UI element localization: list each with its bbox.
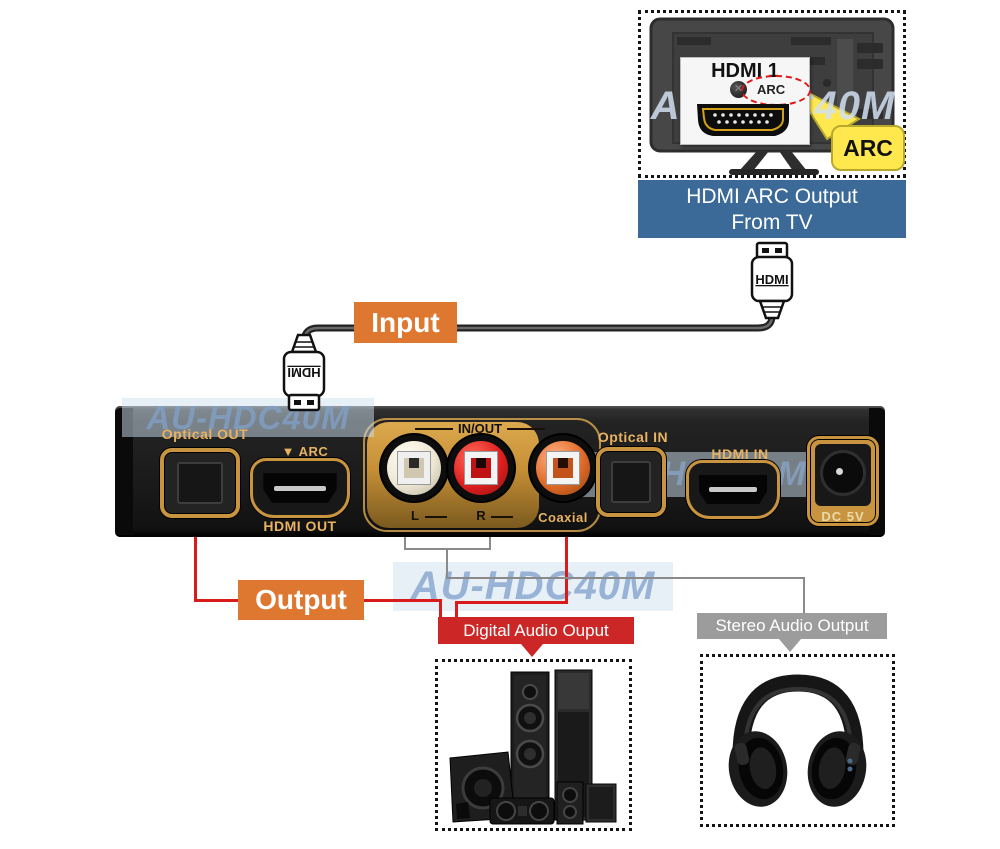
bracket-stem <box>446 548 448 578</box>
hdmi-out-label: HDMI OUT <box>263 518 337 534</box>
bracket-right <box>489 537 491 549</box>
hdmi-connector-top-label: HDMI <box>755 272 788 287</box>
optical-in-port <box>596 447 666 517</box>
stereo-tag-pointer <box>779 639 801 652</box>
line-stereo-right <box>446 577 805 579</box>
panel-left-edge <box>115 408 133 535</box>
bracket-left <box>404 537 406 549</box>
output-label-text: Output <box>255 584 347 615</box>
headphones-box <box>700 654 895 827</box>
digital-audio-output-text: Digital Audio Ouput <box>463 620 609 640</box>
tv-hdmi-inset: HDMI 1 ✕ ARC <box>680 57 811 145</box>
input-label-text: Input <box>371 306 440 338</box>
hdmi-in-opening <box>698 474 768 505</box>
digital-tag-pointer <box>521 644 543 657</box>
hdmi-in-label: HDMI IN <box>711 446 769 462</box>
rca-coaxial-jack <box>530 435 596 501</box>
line-opticalout-right <box>194 599 240 602</box>
inout-heading: IN/OUT <box>415 421 545 436</box>
stereo-audio-output-text: Stereo Audio Output <box>715 616 869 635</box>
dc-label: DC 5V <box>821 509 865 524</box>
line-coaxial-down2 <box>455 601 458 618</box>
optical-in-label: Optical IN <box>597 429 669 445</box>
caption-line1: HDMI ARC Output <box>686 185 858 208</box>
audio-extractor-rear-panel: AU-HDC40M Optical OUT ▼ ARC HDMI OUT IN/… <box>115 406 885 537</box>
arc-callout: ARC <box>831 125 905 171</box>
speaker-system-illustration <box>449 669 617 825</box>
tv-caption-banner: HDMI ARC Output From TV <box>638 180 906 238</box>
line-stereo-down <box>803 577 805 613</box>
line-opticalout-down <box>194 537 197 601</box>
caption-line2: From TV <box>731 211 813 234</box>
hdmi-cable: HDMI HDMI <box>282 241 794 412</box>
jack-right-label: R <box>476 508 486 523</box>
optical-out-port <box>160 448 240 518</box>
hdmi-connector-bottom <box>282 333 326 412</box>
arc-callout-label: ARC <box>843 134 893 161</box>
jack-left-label: L <box>411 508 419 523</box>
hdmi-in-port <box>686 460 780 519</box>
tv-photo-box: AU-HDC40M HDMI 1 ✕ ARC ARC <box>638 10 906 178</box>
hdmi-connector-top <box>750 241 794 320</box>
coaxial-label: Coaxial <box>538 510 588 525</box>
output-label: Output <box>238 580 364 620</box>
digital-audio-output-tag: Digital Audio Ouput <box>438 617 634 644</box>
speaker-system-box <box>435 659 632 831</box>
hdmi-out-opening <box>263 473 337 503</box>
line-output-right <box>364 599 442 602</box>
hdmi-port-graphic <box>697 104 789 136</box>
hdmi-out-port <box>250 458 350 518</box>
optical-in-opening <box>611 460 651 504</box>
optical-out-opening <box>177 461 223 505</box>
optical-out-label: Optical OUT <box>161 426 249 442</box>
line-coaxial-left <box>455 601 568 604</box>
dc-power-port: DC 5V <box>807 436 879 526</box>
rca-left-jack <box>381 435 447 501</box>
inout-heading-text: IN/OUT <box>457 421 503 436</box>
input-label: Input <box>354 302 457 343</box>
stereo-audio-output-tag: Stereo Audio Output <box>697 613 887 639</box>
arc-port-label: ▼ ARC <box>281 444 329 459</box>
rca-right-jack <box>448 435 514 501</box>
hdmi-connector-bottom-label: HDMI <box>287 365 320 380</box>
dc-barrel-jack <box>820 450 866 496</box>
headphones-illustration <box>728 674 867 807</box>
line-output-down <box>439 599 442 618</box>
line-coaxial-down <box>565 537 568 603</box>
